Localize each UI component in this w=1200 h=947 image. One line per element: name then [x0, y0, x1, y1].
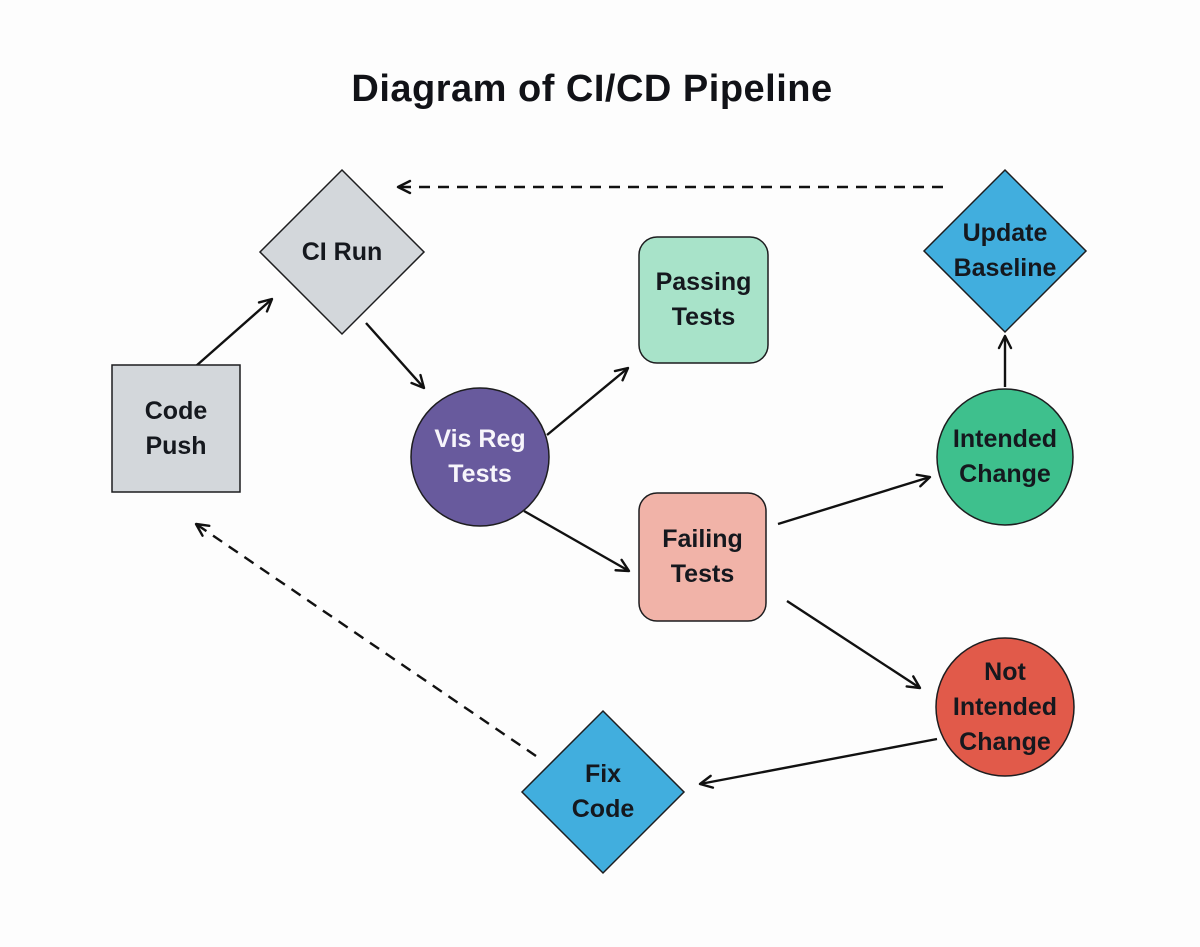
node-not-intended-change-shape: [935, 637, 1075, 777]
edge-fix-code-to-code-push-dashed: [194, 522, 537, 757]
node-fix-code-shape: [520, 709, 686, 875]
node-code-push-shape: [111, 364, 241, 493]
node-ci-run-shape: [258, 168, 426, 336]
edge-vis-reg-tests-to-passing-tests: [546, 366, 630, 436]
node-update-baseline-shape: [922, 168, 1088, 334]
node-intended-change-shape: [936, 388, 1074, 526]
edge-code-push-to-ci-run: [195, 297, 274, 367]
edge-vis-reg-tests-to-failing-tests: [523, 509, 631, 573]
page-title: Diagram of CI/CD Pipeline: [351, 68, 833, 110]
node-failing-tests-shape: [638, 492, 767, 622]
edge-ci-run-to-vis-reg-tests: [365, 322, 426, 390]
node-vis-reg-tests-shape: [410, 387, 550, 527]
node-passing-tests-shape: [638, 236, 769, 364]
edge-failing-tests-to-intended-change: [777, 473, 932, 526]
edge-not-intended-change-to-fix-code: [698, 737, 938, 789]
edge-failing-tests-to-not-intended-change: [786, 599, 922, 690]
